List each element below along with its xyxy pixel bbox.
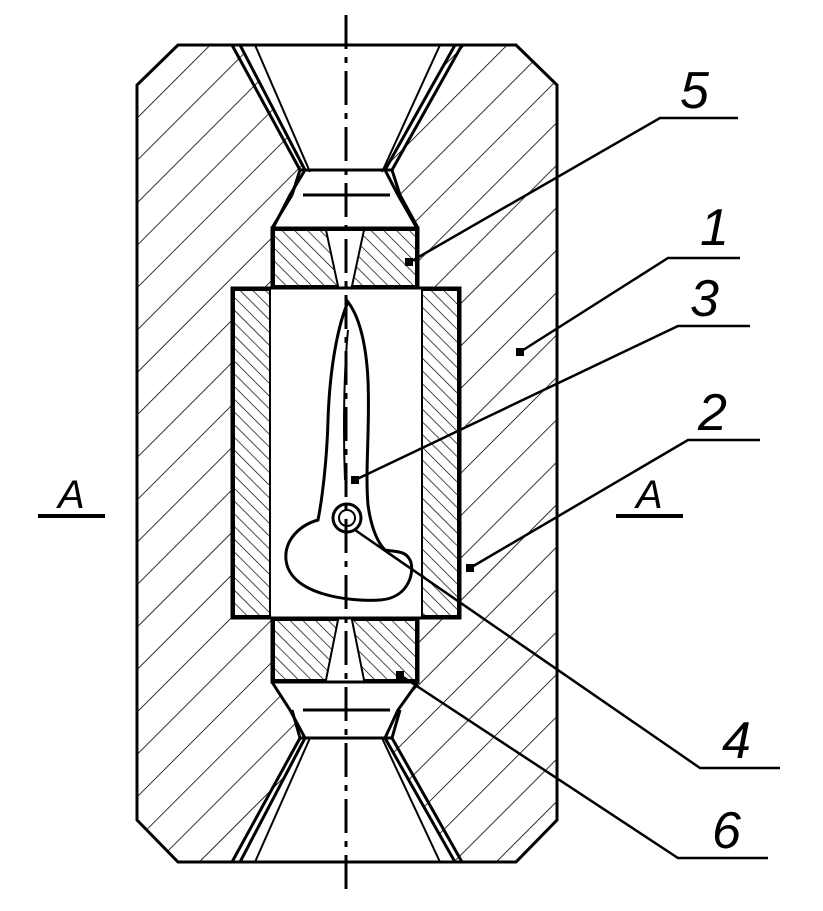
- leader-6: [399, 673, 768, 860]
- bottom-cone-channel: [230, 708, 464, 863]
- callout-3: 3: [690, 270, 719, 328]
- leader-4: [354, 528, 780, 770]
- section-label-right: A: [634, 473, 663, 517]
- section-markers: A A: [38, 473, 683, 518]
- leader-2: [469, 438, 760, 570]
- pendulum-element: [284, 299, 414, 602]
- leader-lines: [351, 116, 780, 860]
- callout-1: 1: [700, 199, 729, 257]
- callout-5: 5: [680, 62, 710, 120]
- callout-labels: 5 1 3 2 4 6: [680, 62, 751, 860]
- callout-2: 2: [697, 384, 727, 442]
- callout-4: 4: [722, 712, 751, 770]
- leader-5: [409, 116, 738, 264]
- leader-3: [354, 324, 750, 482]
- section-label-left: A: [56, 473, 85, 517]
- leader-1: [519, 256, 740, 354]
- callout-6: 6: [712, 802, 741, 860]
